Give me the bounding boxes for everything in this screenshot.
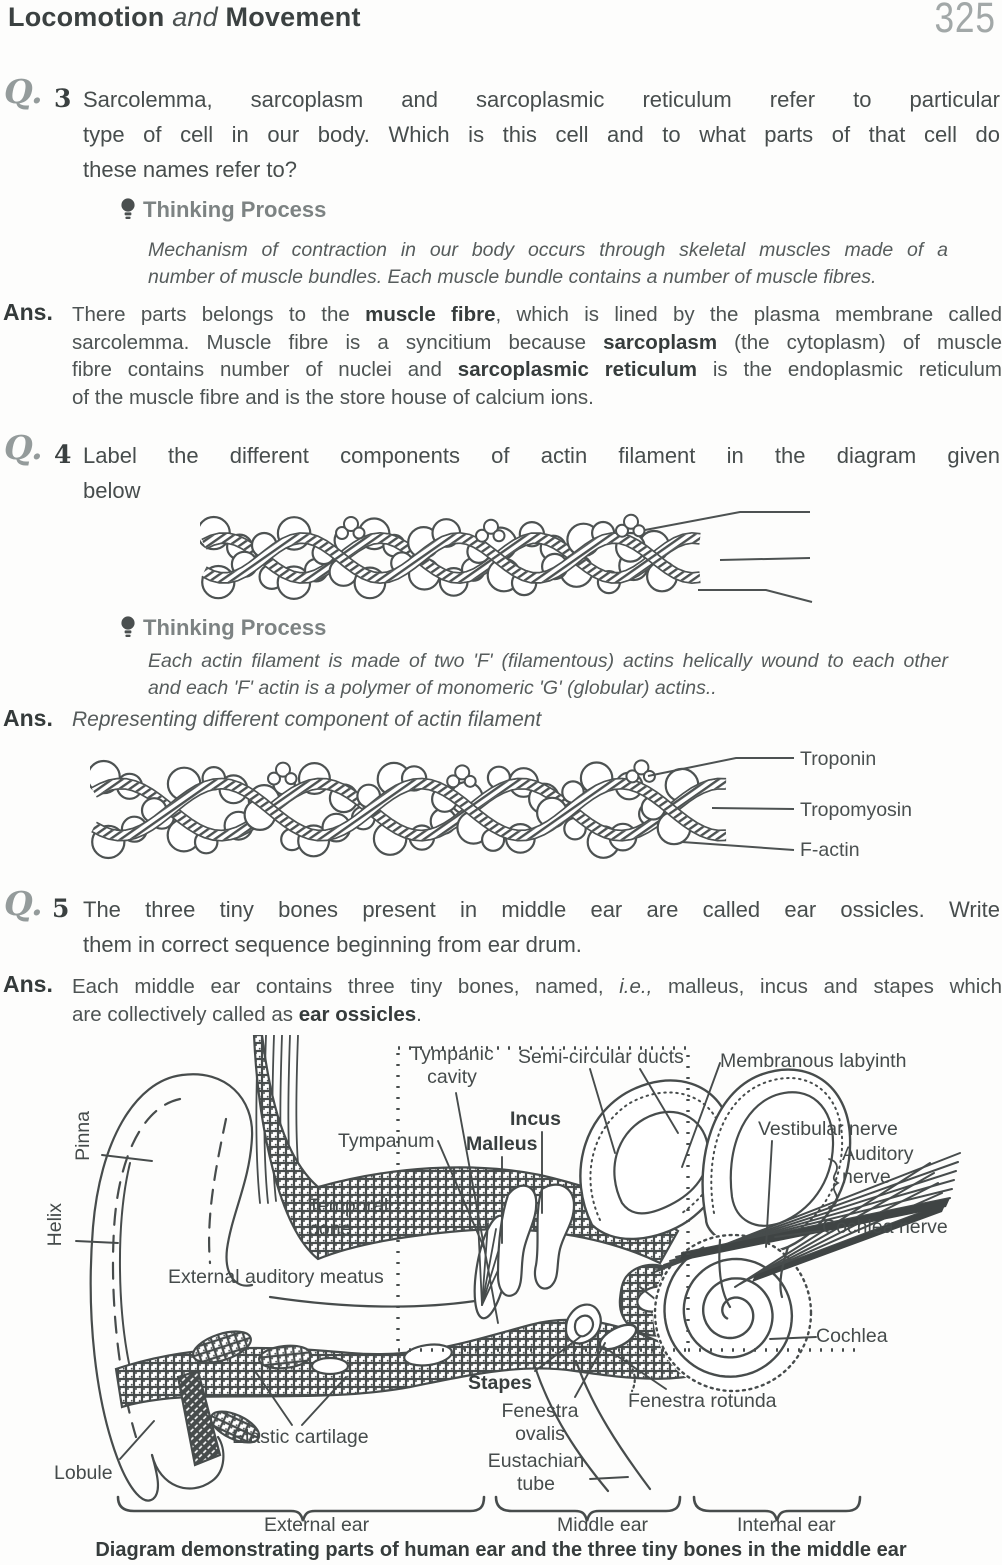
- thinking-process-heading: Thinking Process: [143, 197, 327, 222]
- ear-label-cochlea-nerve: Cochlea nerve: [822, 1216, 948, 1238]
- ear-label-incus: Incus: [510, 1108, 561, 1130]
- ear-label-membranous-labyrinth: Membranous labyinth: [720, 1050, 907, 1072]
- q5-marker: Q.: [4, 884, 43, 923]
- q3-text: Sarcolemma, sarcoplasm and sarcoplasmic …: [83, 87, 1000, 182]
- label-f-actin: F-actin: [800, 839, 860, 861]
- ear-label-eustachian-tube: Eustachian tube: [487, 1450, 585, 1495]
- chapter-title-word: Movement: [225, 2, 361, 32]
- ear-diagram: Pinna Helix Tympanic cavity Semi-circula…: [0, 1035, 1002, 1565]
- ear-label-middle-ear: Middle ear: [557, 1514, 649, 1536]
- q3-number: 3: [54, 84, 72, 113]
- thinking-process-heading: Thinking Process: [143, 615, 327, 640]
- ear-label-stapes: Stapes: [468, 1372, 532, 1394]
- thinking-process-2: Thinking Process: [121, 615, 326, 641]
- ear-diagram-art: [75, 1035, 961, 1522]
- label-tropomyosin: Tropomyosin: [800, 799, 912, 821]
- chapter-title-word: Locomotion: [8, 2, 165, 32]
- ear-label-internal-ear: Internal ear: [737, 1514, 836, 1536]
- actin-filament-diagram-unlabeled: [200, 511, 813, 603]
- ear-label-semicircular-ducts: Semi-circular ducts: [518, 1046, 684, 1068]
- ear-label-tympanic-cavity: Tympanic cavity: [410, 1043, 494, 1088]
- bulb-icon: [121, 615, 135, 639]
- ear-label-external-auditory-meatus: External auditory meatus: [168, 1266, 384, 1288]
- ear-diagram-caption: Diagram demonstrating parts of human ear…: [95, 1539, 907, 1561]
- thinking-process-1: Thinking Process: [121, 197, 326, 223]
- ear-label-cochlea: Cochlea: [816, 1325, 888, 1347]
- actin-filament-diagram-labeled: [90, 757, 795, 860]
- ear-label-fenestra-ovalis: Fenestra ovalis: [501, 1400, 579, 1445]
- ans3-label: Ans.: [3, 299, 53, 325]
- ans3-body: There parts belongs to the muscle fibre,…: [72, 303, 1002, 409]
- page-number: 325: [934, 0, 996, 42]
- q4-text: Label the different components of actin …: [83, 443, 1000, 503]
- ans4-label: Ans.: [3, 705, 53, 731]
- ear-label-external-ear: External ear: [264, 1514, 370, 1536]
- ans5-body: Each middle ear contains three tiny bone…: [72, 975, 1002, 1026]
- ear-label-tympanum: Tympanum: [338, 1130, 435, 1152]
- ear-label-malleus: Malleus: [466, 1133, 538, 1155]
- ear-label-elastic-cartilage: Elastic cartilage: [232, 1426, 369, 1448]
- ear-label-pinna: Pinna: [72, 1111, 94, 1161]
- q5-number: 5: [52, 894, 70, 923]
- ans5-label: Ans.: [3, 971, 53, 997]
- ear-label-vestibular-nerve: Vestibular nerve: [758, 1118, 898, 1140]
- thinking-process-2-body: Each actin filament is made of two 'F' (…: [148, 650, 948, 699]
- q4-marker: Q.: [4, 428, 43, 467]
- ans4-text: Representing different component of acti…: [72, 708, 542, 731]
- ear-label-temporal-bone: Temporal bone: [308, 1195, 389, 1240]
- q5-text: The three tiny bones present in middle e…: [83, 897, 1000, 957]
- ear-label-auditory-nerve: Auditory nerve: [842, 1143, 914, 1188]
- chapter-title-and: and: [172, 2, 218, 32]
- label-troponin: Troponin: [800, 748, 877, 770]
- ear-label-lobule: Lobule: [54, 1462, 113, 1484]
- ear-label-helix: Helix: [44, 1203, 66, 1247]
- thinking-process-1-body: Mechanism of contraction in our body occ…: [148, 239, 948, 288]
- q4-number: 4: [54, 440, 72, 469]
- q3-marker: Q.: [4, 72, 43, 111]
- chapter-title: Locomotion and Movement: [8, 2, 361, 33]
- ear-label-fenestra-rotunda: Fenestra rotunda: [628, 1390, 777, 1412]
- bulb-icon: [121, 197, 135, 221]
